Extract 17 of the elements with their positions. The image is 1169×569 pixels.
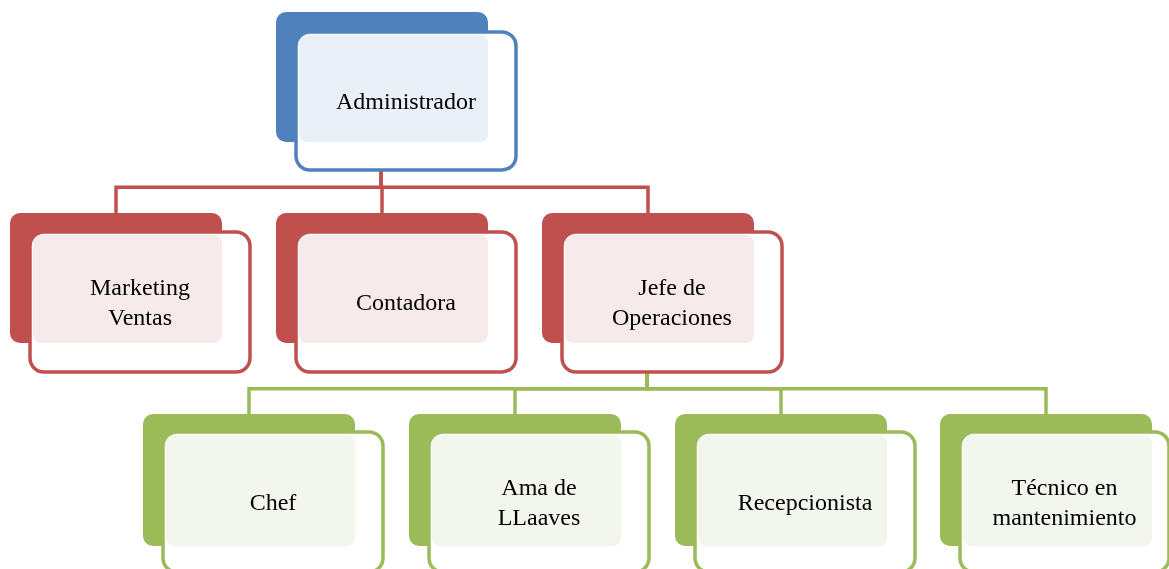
org-chart-box bbox=[10, 213, 250, 372]
org-chart-box bbox=[276, 12, 516, 170]
connector-line bbox=[379, 170, 650, 213]
node-label: Recepcionista bbox=[737, 488, 873, 517]
node-label: Ama de LLaaves bbox=[496, 473, 582, 532]
node-label: Administrador bbox=[336, 87, 476, 116]
org-chart-box bbox=[276, 213, 516, 372]
org-chart-box bbox=[940, 414, 1169, 569]
node-label: Técnico en mantenimiento bbox=[991, 473, 1138, 532]
node-label: Contadora bbox=[356, 288, 456, 317]
org-chart-box bbox=[542, 213, 782, 372]
org-chart-box bbox=[143, 414, 383, 569]
node-label: Jefe de Operaciones bbox=[611, 273, 733, 332]
org-chart-box bbox=[675, 414, 915, 569]
node-label: Chef bbox=[249, 488, 297, 517]
org-chart-box bbox=[409, 414, 649, 569]
node-label: Marketing Ventas bbox=[89, 273, 191, 332]
